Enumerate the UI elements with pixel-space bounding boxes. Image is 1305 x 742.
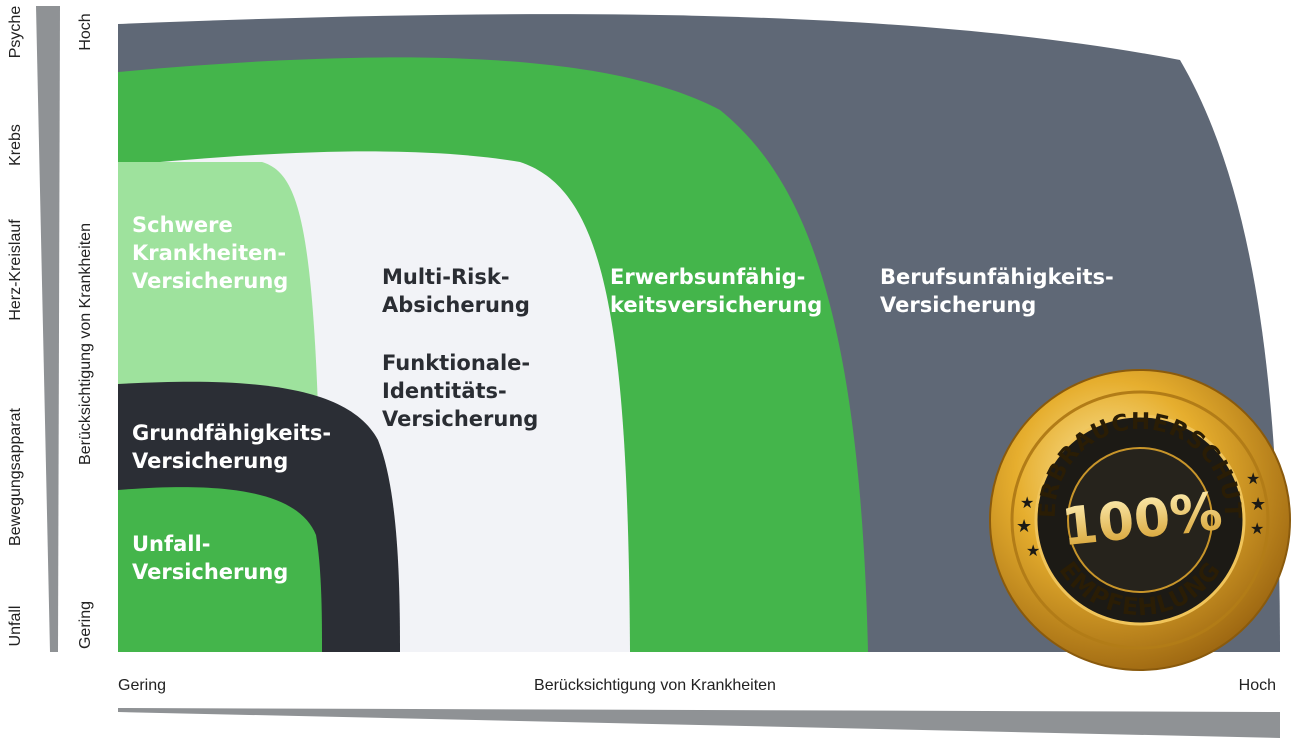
side-category-wedge (36, 6, 60, 652)
region-label-mr-line-1: Multi-Risk- (382, 265, 510, 289)
y-axis-high-label: Hoch (77, 13, 94, 50)
region-label-uv-line-1: Unfall- (132, 532, 210, 556)
side-category-herz-kreislauf: Herz-Kreislauf (7, 219, 24, 321)
x-axis-title: Berücksichtigung von Krankheiten (534, 677, 776, 694)
seal-star-right-3: ★ (1250, 519, 1264, 538)
region-unfall (118, 487, 322, 652)
region-label-gf-line-2: Versicherung (132, 449, 288, 473)
region-label-fi-line-3: Versicherung (382, 407, 538, 431)
region-label-eu-line-1: Erwerbsunfähig- (610, 265, 805, 289)
side-category-bewegungsapparat: Bewegungsapparat (7, 408, 24, 546)
x-axis-low-label: Gering (118, 677, 166, 694)
seal-star-right-2: ★ (1250, 494, 1266, 515)
region-label-skv-line-2: Krankheiten- (132, 241, 286, 265)
seal-star-left-2: ★ (1016, 516, 1032, 537)
region-label-skv-line-1: Schwere (132, 213, 233, 237)
seal-star-left-3: ★ (1026, 541, 1040, 560)
region-label-fi-line-1: Funktionale- (382, 351, 530, 375)
x-axis-wedge (118, 708, 1280, 738)
region-label-bu-line-1: Berufsunfähigkeits- (880, 265, 1114, 289)
side-category-unfall: Unfall (7, 606, 24, 647)
region-label-bu-line-2: Versicherung (880, 293, 1036, 317)
side-category-psyche: Psyche (7, 6, 24, 59)
y-axis-low-label: Gering (77, 601, 94, 649)
x-axis-high-label: Hoch (1239, 677, 1276, 694)
region-label-skv-line-3: Versicherung (132, 269, 288, 293)
region-label-mr-line-2: Absicherung (382, 293, 530, 317)
region-label-uv-line-2: Versicherung (132, 560, 288, 584)
seal-star-right-1: ★ (1246, 469, 1260, 488)
region-label-gf-line-1: Grundfähigkeits- (132, 421, 331, 445)
region-label-eu-line-2: keitsversicherung (610, 293, 822, 317)
region-label-fi-line-2: Identitäts- (382, 379, 507, 403)
side-category-krebs: Krebs (7, 124, 24, 166)
seal-star-left-1: ★ (1020, 493, 1034, 512)
y-axis-title: Berücksichtigung von Krankheiten (77, 223, 94, 465)
